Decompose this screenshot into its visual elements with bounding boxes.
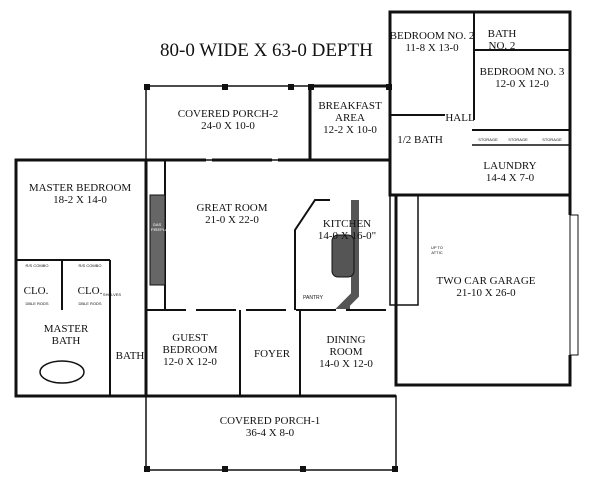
hall-label: HALL [445,112,475,124]
fireplace-label: GAS FIREPLACE [151,222,174,232]
closet-left-label: CLO. [23,285,49,297]
storage-label-1: STORAGE [478,137,498,142]
closet-right-label: CLO. [77,285,103,297]
storage-label-2: STORAGE [508,137,528,142]
closet-right-combo: R/S COMBO [78,263,102,268]
plan-dimensions-title: 80-0 WIDE X 63-0 DEPTH [160,40,373,61]
bath-2-label: BATH NO. 2 [487,28,517,52]
pantry-label: PANTRY [303,295,323,301]
attic-label: UP TO ATTIC [431,245,444,255]
closet-left-combo: R/S COMBO [25,263,49,268]
storage-label-3: STORAGE [542,137,562,142]
half-bath-label: 1/2 BATH [397,134,443,146]
closet-left-rods: DBLE RODS [25,301,49,306]
bath-label: BATH [115,350,145,362]
shelves-label: SHELVES [102,292,122,297]
foyer-label: FOYER [253,348,291,360]
closet-right-rods: DBLE RODS [78,301,102,306]
master-bath-label: MASTER BATH [43,323,89,347]
